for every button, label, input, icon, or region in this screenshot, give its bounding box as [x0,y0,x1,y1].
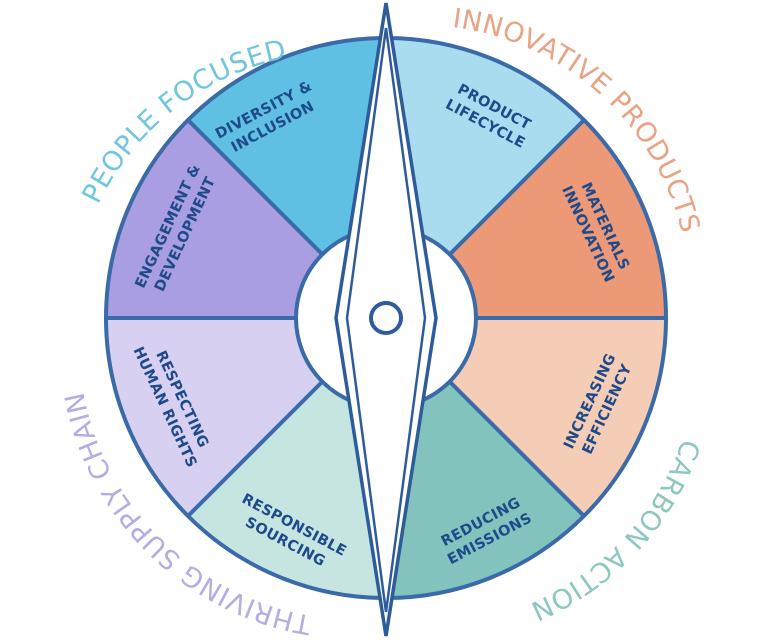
divider-line [186,118,324,256]
divider-line [186,380,324,518]
divider-line [448,380,586,518]
wedge-human_rights [106,120,323,318]
wedge-materials [449,318,666,516]
wheel-segments [106,38,666,598]
wedge-sourcing [106,318,323,516]
wedge-emissions [188,381,386,598]
compass-center [369,301,403,335]
divider-line [448,118,586,256]
wedge-product_lifecycle [449,120,666,318]
wedge-engagement [188,38,386,255]
segment-dividers [106,118,666,518]
wedge-efficiency [386,381,584,598]
compass-needle-inner [345,27,427,613]
wedge-diversity [386,38,584,255]
